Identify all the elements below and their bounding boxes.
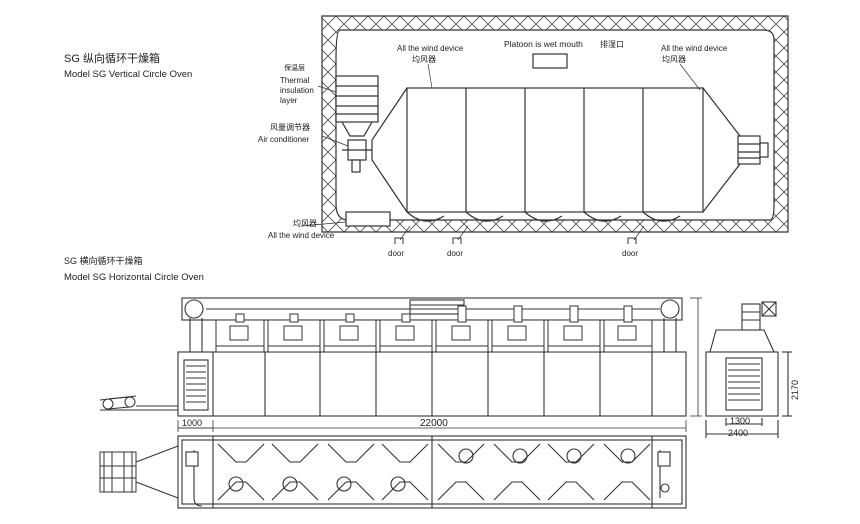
insulation-frame — [321, 15, 789, 233]
horizontal-title-cn: SG 横向循环干燥箱 — [64, 255, 143, 266]
oven-body — [406, 87, 704, 213]
dim-side-height: 2170 — [790, 380, 800, 400]
dim-feed-length: 1000 — [182, 418, 202, 428]
vertical-title-cn: SG 纵向循环干燥箱 — [64, 51, 160, 65]
wind-right-label-en: All the wind device — [661, 44, 728, 53]
door-label-3: door — [622, 249, 638, 258]
feed-conveyor — [99, 395, 178, 411]
wind-bottom-label-cn: 均风器 — [293, 218, 317, 228]
right-fan-icon — [737, 135, 769, 165]
dim-outer-width: 2400 — [728, 428, 748, 438]
thermal-label-en-2: insulation — [280, 86, 314, 95]
plan-feed-mechanism — [99, 445, 179, 499]
platoon-label-cn: 排湿口 — [600, 39, 624, 49]
dim-total-length: 22000 — [420, 418, 448, 429]
wind-left-label-cn: 均风器 — [412, 54, 436, 64]
door-label-2: door — [447, 249, 463, 258]
wind-right-label-cn: 均风器 — [662, 54, 686, 64]
air-filter-box — [335, 75, 379, 137]
vertical-oven-diagram — [301, 15, 789, 241]
left-fan-icon — [342, 139, 372, 173]
door-icon — [394, 237, 637, 244]
right-air-funnel — [702, 87, 741, 213]
vertical-title-en: Model SG Vertical Circle Oven — [64, 69, 192, 80]
heater-unit-row — [215, 305, 653, 353]
air-conditioner-label-en: Air conditioner — [258, 135, 309, 144]
door-label-1: door — [388, 249, 404, 258]
thermal-label-en-3: layer — [280, 96, 298, 105]
wet-mouth-outlet — [532, 53, 568, 69]
horizontal-oven-elevation — [177, 297, 687, 417]
thermal-label-cn: 保温层 — [284, 63, 305, 72]
horizontal-title-en: Model SG Horizontal Circle Oven — [64, 272, 204, 283]
bottom-wind-box — [345, 211, 391, 227]
front-dimension-lines — [177, 297, 702, 432]
side-view-diagram — [705, 301, 792, 438]
platoon-label-en: Platoon is wet mouth — [504, 39, 583, 49]
plan-view-diagram — [177, 435, 687, 509]
wind-left-label-en: All the wind device — [397, 44, 464, 53]
dim-inner-width: 1300 — [730, 416, 750, 426]
air-conditioner-label-cn: 风量调节器 — [270, 123, 310, 132]
thermal-label-en-1: Thermal — [280, 76, 310, 85]
wind-bottom-label-en: All the wind device — [268, 231, 335, 240]
